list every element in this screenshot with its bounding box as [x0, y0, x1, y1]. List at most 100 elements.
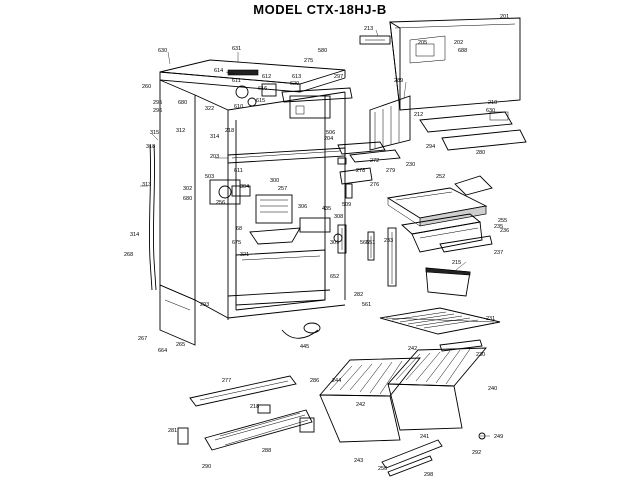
label-612: 612 [262, 74, 271, 80]
label-278: 278 [356, 168, 365, 174]
label-276: 276 [370, 182, 379, 188]
label-611: 611 [232, 78, 241, 84]
leader-lines [140, 29, 490, 437]
label-236: 236 [500, 228, 509, 234]
label-300: 300 [270, 178, 279, 184]
label-272: 272 [370, 158, 379, 164]
label-257: 257 [278, 186, 287, 192]
label-275: 275 [304, 58, 313, 64]
part-number-labels: 630 631 614 611 612 613 620 322 610 615 … [124, 14, 509, 478]
label-290: 290 [202, 464, 211, 470]
label-293: 293 [200, 302, 209, 308]
label-322: 322 [205, 106, 214, 112]
label-243: 243 [354, 458, 363, 464]
label-620: 620 [290, 81, 299, 87]
label-267: 267 [138, 336, 147, 342]
label-205: 205 [418, 40, 427, 46]
label-675: 675 [232, 240, 241, 246]
label-314b: 314 [130, 232, 139, 238]
label-551: 551 [366, 240, 375, 246]
label-312: 312 [176, 128, 185, 134]
label-242b: 242 [356, 402, 365, 408]
label-68: 68 [236, 226, 242, 232]
label-295: 295 [153, 100, 162, 106]
label-313: 313 [142, 182, 151, 188]
label-282: 282 [354, 292, 363, 298]
label-204: 204 [324, 136, 333, 142]
label-616: 616 [258, 86, 267, 92]
label-256: 256 [216, 200, 225, 206]
label-315: 315 [150, 130, 159, 136]
label-289: 289 [394, 78, 403, 84]
label-630: 630 [158, 48, 167, 54]
label-506: 506 [326, 130, 335, 136]
label-260: 260 [142, 84, 151, 90]
label-237: 237 [494, 250, 503, 256]
label-321: 321 [240, 252, 249, 258]
label-580: 580 [318, 48, 327, 54]
label-231: 231 [486, 316, 495, 322]
label-296: 296 [153, 108, 162, 114]
label-279: 279 [386, 168, 395, 174]
label-630b: 630 [486, 108, 495, 114]
label-652: 652 [330, 274, 339, 280]
label-230b: 230 [476, 352, 485, 358]
label-318: 318 [146, 144, 155, 150]
label-242: 242 [408, 346, 417, 352]
label-680: 680 [178, 100, 187, 106]
label-213: 213 [364, 26, 373, 32]
label-306: 306 [298, 204, 307, 210]
label-615: 615 [256, 98, 265, 104]
label-314: 314 [210, 134, 219, 140]
label-203: 203 [210, 154, 219, 160]
label-218: 218 [225, 128, 234, 134]
label-435: 435 [322, 206, 331, 212]
label-241: 241 [420, 434, 429, 440]
label-611b: 611 [234, 168, 243, 174]
label-614: 614 [214, 68, 223, 74]
label-664: 664 [158, 348, 167, 354]
label-503: 503 [205, 174, 214, 180]
label-298: 298 [424, 472, 433, 478]
freezer-door-drawing [337, 17, 527, 165]
page-title: MODEL CTX-18HJ-B [253, 2, 387, 17]
label-308: 308 [334, 214, 343, 220]
label-292: 292 [472, 450, 481, 456]
label-304: 304 [240, 184, 249, 190]
label-566: 566 [360, 240, 369, 246]
label-268: 268 [124, 252, 133, 258]
label-233: 233 [384, 238, 393, 244]
label-286: 286 [310, 378, 319, 384]
label-294: 294 [426, 144, 435, 150]
cabinet-drawing [148, 59, 346, 346]
label-613: 613 [292, 74, 301, 80]
label-212: 212 [414, 112, 423, 118]
label-610: 610 [234, 104, 243, 110]
label-277: 277 [222, 378, 231, 384]
label-249: 249 [494, 434, 503, 440]
label-250: 250 [378, 466, 387, 472]
label-201: 201 [500, 14, 509, 20]
lower-drawers-drawing [177, 347, 487, 477]
label-680b: 680 [183, 196, 192, 202]
label-281: 281 [168, 428, 177, 434]
label-280: 280 [476, 150, 485, 156]
label-255: 255 [498, 218, 507, 224]
label-218b: 218 [250, 404, 259, 410]
label-561: 561 [362, 302, 371, 308]
label-688: 688 [458, 48, 467, 54]
label-240: 240 [488, 386, 497, 392]
control-housing-drawing [209, 69, 353, 339]
label-202: 202 [454, 40, 463, 46]
label-235: 235 [494, 224, 503, 230]
label-301: 301 [330, 240, 339, 246]
label-230: 230 [406, 162, 415, 168]
label-210: 210 [488, 100, 497, 106]
label-297: 297 [334, 74, 343, 80]
label-288: 288 [262, 448, 271, 454]
label-215: 215 [452, 260, 461, 266]
label-509: 509 [342, 202, 351, 208]
label-244: 244 [332, 378, 341, 384]
label-252: 252 [436, 174, 445, 180]
